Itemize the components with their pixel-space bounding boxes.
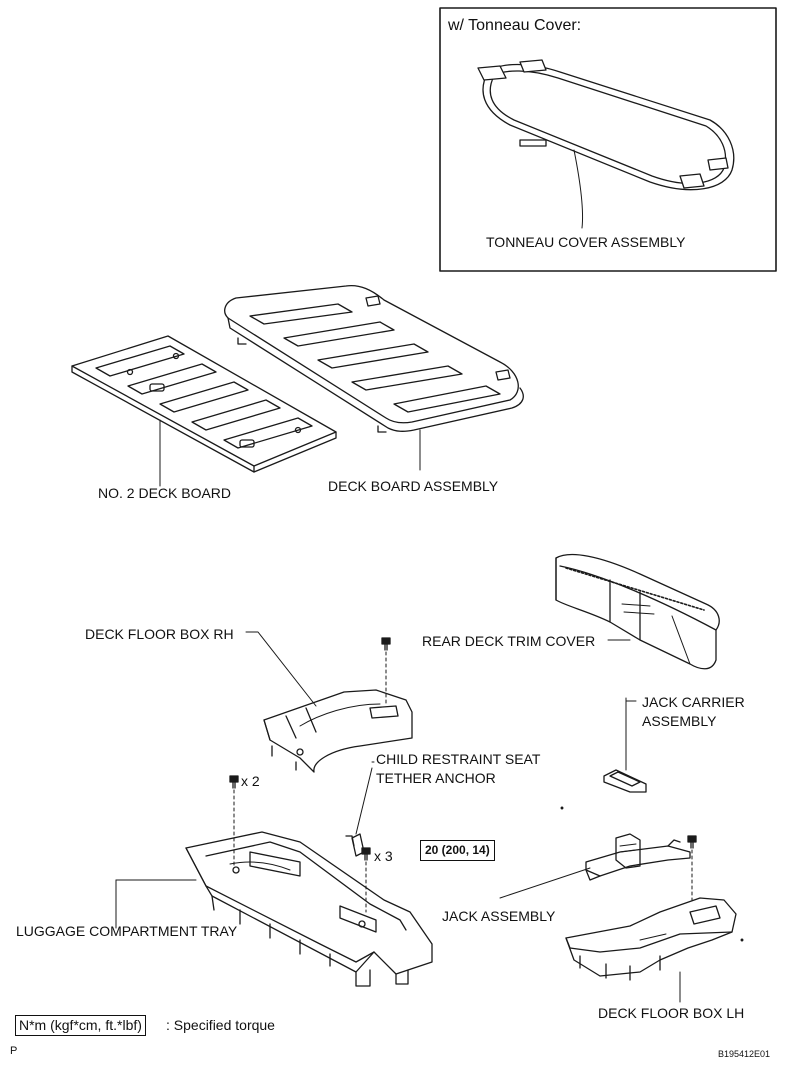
deck-floor-box-rh-label: DECK FLOOR BOX RH (85, 626, 234, 642)
torque-spec-badge: 20 (200, 14) (420, 840, 495, 861)
tonneau-cover-illustration (477, 59, 735, 229)
figure-code: B195412E01 (718, 1049, 771, 1059)
footer-left-mark: P (10, 1045, 18, 1057)
tether-anchor-illustration (345, 767, 373, 857)
jack-carrier-illustration (603, 697, 647, 793)
deck-floor-box-lh-illustration (565, 897, 737, 1003)
deck-board-assembly-illustration (224, 284, 524, 471)
tonneau-box-title: w/ Tonneau Cover: (448, 17, 582, 34)
bolt-qty-tray: x 2 (241, 773, 260, 789)
tonneau-cover-frame (439, 7, 777, 272)
deck-board-assembly-label: DECK BOARD ASSEMBLY (328, 478, 499, 494)
no2-deck-board-illustration (71, 335, 337, 487)
bolt-qty-anchor: x 3 (374, 848, 393, 864)
tether-anchor-label-2: TETHER ANCHOR (376, 770, 496, 786)
deck-floor-box-lh-label: DECK FLOOR BOX LH (598, 1005, 745, 1021)
torque-legend-unit: N*m (kgf*cm, ft.*lbf) (15, 1015, 146, 1036)
tonneau-cover-label: TONNEAU COVER ASSEMBLY (486, 234, 686, 250)
jack-carrier-label-1: JACK CARRIER (642, 694, 745, 710)
bolt-deck-floor-box-rh (381, 637, 391, 705)
speck (740, 938, 744, 942)
luggage-tray-label: LUGGAGE COMPARTMENT TRAY (16, 923, 238, 939)
leader-lines (245, 631, 637, 763)
tether-anchor-label-1: CHILD RESTRAINT SEAT (376, 751, 541, 767)
jack-assembly-label: JACK ASSEMBLY (442, 908, 556, 924)
rear-deck-trim-cover-illustration (555, 553, 720, 670)
torque-legend-text: : Specified torque (166, 1017, 275, 1033)
jack-carrier-label-2: ASSEMBLY (642, 713, 717, 729)
deck-floor-box-rh-illustration (263, 689, 413, 773)
jack-assembly-illustration (499, 833, 691, 899)
bolt-deck-floor-box-lh (687, 835, 697, 901)
no2-deck-board-label: NO. 2 DECK BOARD (98, 485, 232, 501)
rear-deck-trim-cover-label: REAR DECK TRIM COVER (422, 633, 596, 649)
speck (560, 806, 564, 810)
luggage-tray-illustration (115, 831, 433, 987)
bolt-luggage-tray (229, 775, 239, 867)
